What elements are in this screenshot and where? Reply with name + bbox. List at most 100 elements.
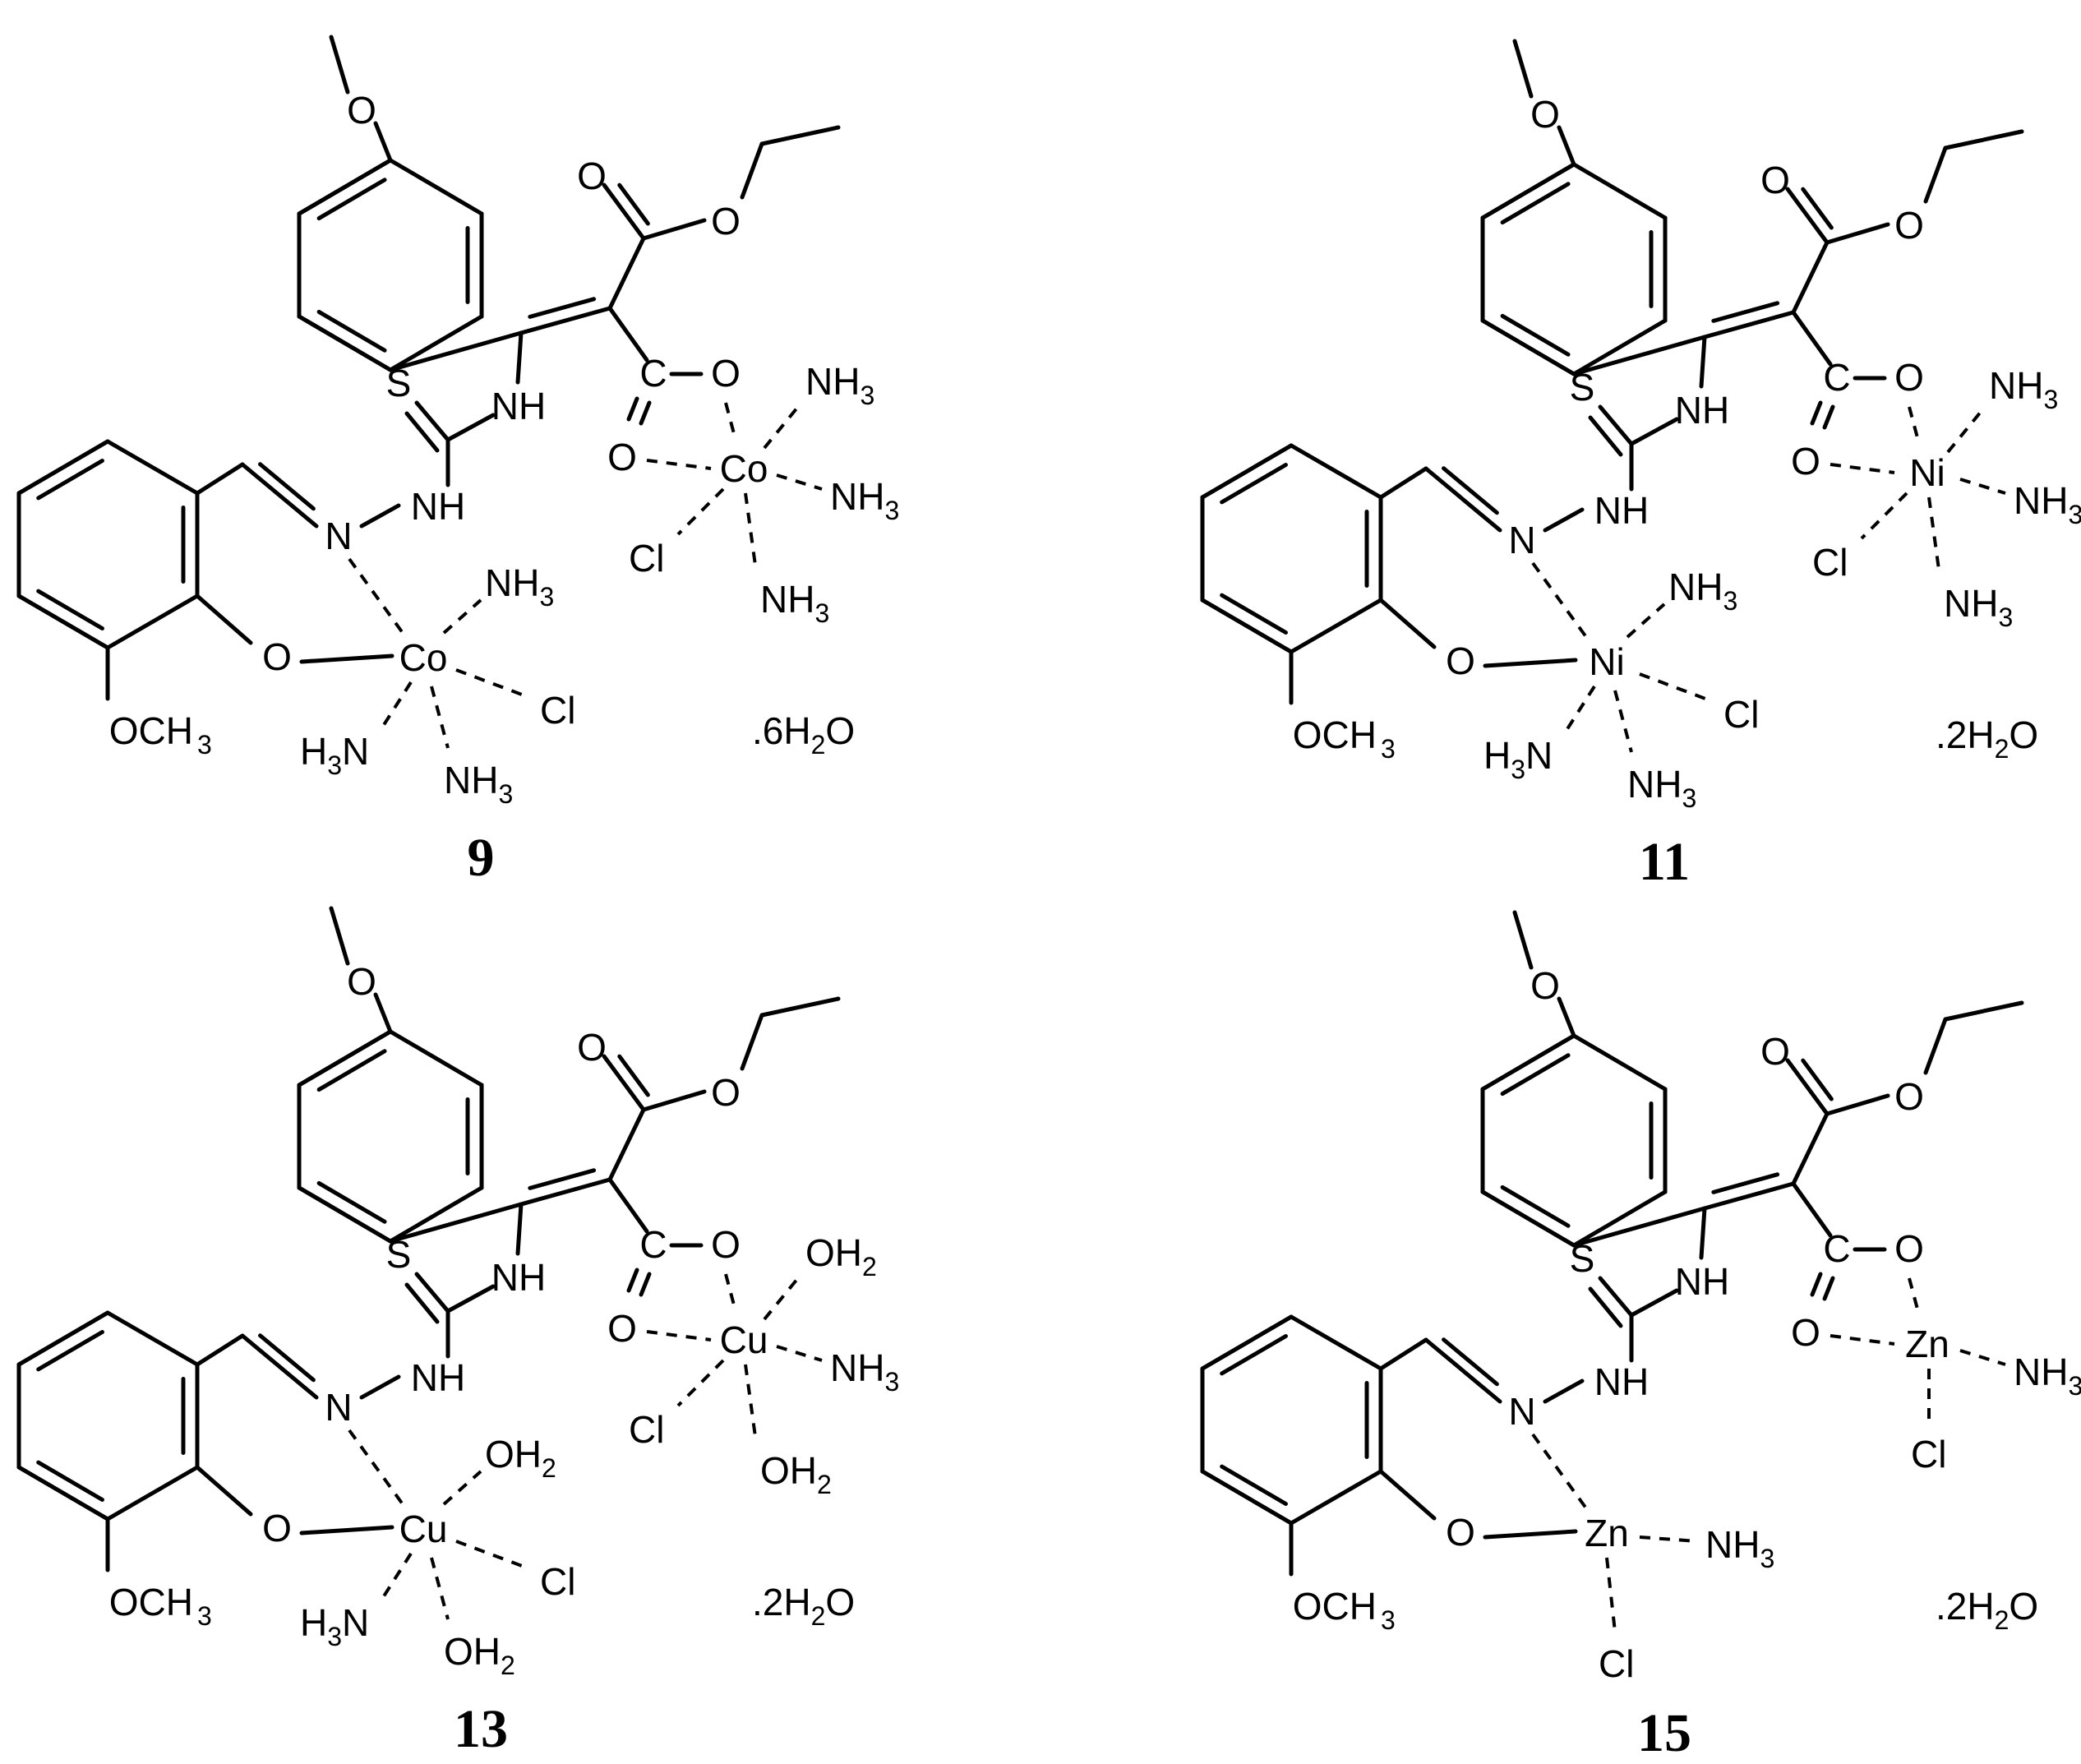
carbonyl-double-bond bbox=[617, 182, 650, 226]
thiourea-nh: NH bbox=[491, 385, 546, 427]
upper-ligand-right: NH3 bbox=[830, 1346, 899, 1397]
hydrazine-nh: NH bbox=[411, 485, 465, 528]
hydrate-label: .2H2O bbox=[1936, 713, 2038, 764]
methoxy-bond bbox=[373, 992, 393, 1034]
ester-oxygen: O bbox=[1894, 1075, 1924, 1118]
vanillin-ring-double-bond bbox=[16, 1465, 110, 1522]
aryl-ring-double-bond bbox=[316, 309, 387, 353]
carboxyl-bond bbox=[1810, 1272, 1823, 1297]
carboxyl-bond bbox=[1791, 1181, 1833, 1238]
imine-nitrogen: N bbox=[1508, 1390, 1535, 1433]
ester-carbonyl-oxygen: O bbox=[577, 155, 607, 197]
upper-ligand-bond bbox=[776, 473, 823, 491]
alkene-nh-bond bbox=[515, 330, 524, 385]
carbonyl-double-bond bbox=[1785, 1058, 1830, 1116]
methoxy-bond bbox=[373, 121, 393, 163]
lower-ligand-left: H3N bbox=[1483, 734, 1553, 784]
vanillin-methoxy: OCH bbox=[1293, 1585, 1377, 1628]
compound-number: 9 bbox=[468, 828, 495, 888]
metal-center-upper: Zn bbox=[1905, 1323, 1949, 1365]
lower-ligand-top: NH3 bbox=[485, 561, 554, 612]
aryl-ring-double-bond bbox=[297, 1185, 393, 1244]
methyl-bond bbox=[1512, 910, 1534, 970]
vanillin-ring-double-bond bbox=[1220, 593, 1288, 635]
vanillin-methoxy: OCH bbox=[109, 709, 193, 752]
vanillin-ring-double-bond bbox=[1220, 1334, 1288, 1376]
lower-ligand-bond bbox=[1564, 685, 1596, 733]
metal-phenoxy-bond bbox=[299, 653, 395, 664]
carboxyl-oxygen: O bbox=[607, 436, 637, 478]
aryl-ring-double-bond bbox=[297, 1029, 393, 1087]
vanillin-ring-double-bond bbox=[1200, 598, 1294, 654]
aryl-ring-double-bond bbox=[297, 314, 393, 372]
methoxy-oxygen: O bbox=[347, 960, 376, 1003]
vanillin-ring-double-bond bbox=[1200, 1314, 1294, 1371]
hydrazine-nh: NH bbox=[1594, 1360, 1649, 1403]
aryl-alkene-bond bbox=[388, 330, 524, 372]
lower-ligand-right: NH3 bbox=[1705, 1523, 1774, 1573]
lower-ligand-left: H3N bbox=[300, 730, 369, 780]
carboxyl-bond bbox=[626, 1268, 639, 1293]
methyl-bond bbox=[329, 906, 350, 966]
thiourea-bond bbox=[404, 1282, 440, 1324]
metal-center-lower: Cu bbox=[399, 1508, 448, 1550]
upper-ligand-bond bbox=[776, 1345, 823, 1362]
alkene-double-bond bbox=[1702, 310, 1796, 339]
carbonyl-double-bond bbox=[617, 1054, 650, 1097]
lower-ligand-bond bbox=[430, 686, 450, 749]
imine-chain-bond bbox=[1378, 466, 1428, 500]
ethyl-bond bbox=[1923, 145, 1948, 204]
metal-carboxyl-coordination bbox=[646, 459, 712, 470]
carboxyl-bond bbox=[607, 306, 649, 362]
imine-double-bond bbox=[258, 1333, 316, 1383]
aryl-ring-bond bbox=[1571, 1189, 1668, 1248]
metal-imine-coordination bbox=[1531, 1433, 1588, 1510]
upper-ligand-bottom: OH2 bbox=[760, 1449, 832, 1499]
metal-carboxyl-coordination bbox=[1830, 463, 1895, 474]
carbonyl-double-bond bbox=[602, 182, 646, 241]
metal-imine-coordination bbox=[348, 1429, 404, 1506]
aryl-ring-bond bbox=[388, 314, 484, 372]
metal-center-upper: Cu bbox=[720, 1318, 768, 1361]
upper-ligand-right: NH3 bbox=[830, 475, 899, 525]
lower-ligand-chloride: Cl bbox=[1599, 1642, 1634, 1685]
metal-center-upper: Ni bbox=[1909, 451, 1945, 494]
lower-ligand-bond bbox=[455, 668, 523, 696]
ester-bond bbox=[1825, 1093, 1890, 1116]
imine-nitrogen: N bbox=[325, 515, 352, 557]
ester-bond bbox=[1825, 222, 1890, 245]
ester-carbonyl-oxygen: O bbox=[1760, 159, 1790, 201]
lower-ligand-bond bbox=[1639, 672, 1706, 700]
carboxyl-oxygen: O bbox=[1791, 1311, 1820, 1354]
phenoxy-oxygen: O bbox=[1446, 640, 1475, 682]
ethyl-bond bbox=[740, 141, 764, 200]
ester-bond bbox=[641, 1089, 707, 1112]
vanillin-ring-bond bbox=[1289, 1314, 1383, 1371]
phenoxy-oxygen: O bbox=[262, 635, 292, 678]
aryl-ring-double-bond bbox=[1500, 1053, 1571, 1097]
methyl-bond bbox=[1512, 39, 1534, 99]
compound-number: 15 bbox=[1637, 1703, 1691, 1763]
upper-ligand-top: OH2 bbox=[805, 1231, 877, 1281]
metal-center-lower: Co bbox=[399, 636, 448, 679]
lower-ligand-left: H3N bbox=[300, 1601, 369, 1651]
vanillin-ring-bond bbox=[105, 593, 200, 650]
lower-ligand-bottom: NH3 bbox=[444, 759, 513, 809]
vanillin-ring-double-bond bbox=[36, 459, 104, 501]
upper-ligand-bond bbox=[1959, 1349, 2006, 1366]
lower-ligand-bottom: OH2 bbox=[444, 1630, 515, 1680]
aryl-ring-bond bbox=[1571, 318, 1668, 376]
imine-chain-bond bbox=[195, 462, 245, 496]
carboxyl-oxygen: O bbox=[711, 1223, 741, 1266]
ester-oxygen: O bbox=[711, 200, 741, 242]
metal-phenoxy-bond bbox=[1483, 658, 1578, 668]
lower-ligand-top: NH3 bbox=[1668, 566, 1737, 616]
phenoxy-oxygen: O bbox=[262, 1507, 292, 1549]
aryl-ring-double-bond bbox=[1480, 1033, 1576, 1092]
imine-chain-bond bbox=[195, 1333, 245, 1367]
upper-ligand-bond bbox=[1946, 405, 1986, 454]
lower-ligand-bond bbox=[1626, 603, 1666, 639]
carboxyl-bond bbox=[1791, 310, 1833, 367]
